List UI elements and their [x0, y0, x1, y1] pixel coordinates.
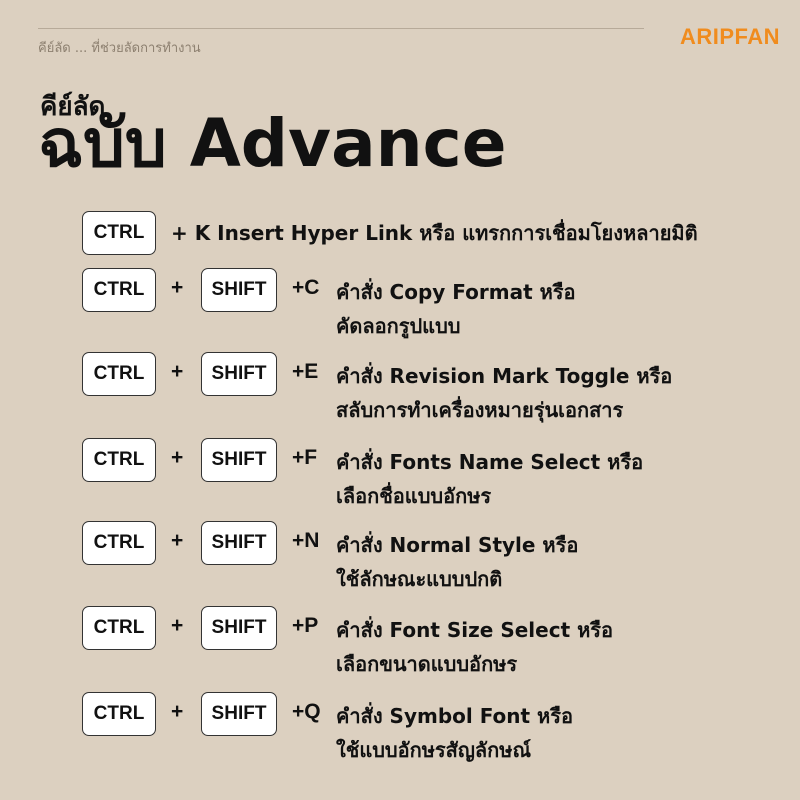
header-divider — [38, 28, 644, 29]
ctrl-key: CTRL — [82, 268, 156, 312]
shortcut-description: คำสั่ง Font Size Select หรือ — [336, 618, 614, 642]
ctrl-key: CTRL — [82, 352, 156, 396]
shortcut-description: คำสั่ง Revision Mark Toggle หรือ — [336, 364, 673, 388]
shortcut-combo: +Q — [292, 700, 321, 723]
tagline: คีย์ลัด ... ที่ช่วยลัดการทำงาน — [38, 41, 201, 56]
plus-sign: + — [171, 276, 184, 299]
ctrl-key: CTRL — [82, 606, 156, 650]
shortcut-description-thai: ใช้ลักษณะแบบปกติ — [336, 567, 503, 591]
shift-key: SHIFT — [201, 268, 277, 312]
shortcut-description-thai: คัดลอกรูปแบบ — [336, 314, 461, 338]
plus-sign: + — [171, 700, 184, 723]
shift-key: SHIFT — [201, 352, 277, 396]
shift-key: SHIFT — [201, 692, 277, 736]
brand-logo: ARIPFAN — [680, 24, 781, 49]
shortcut-description-thai: ใช้แบบอักษรสัญลักษณ์ — [336, 738, 532, 762]
shift-key: SHIFT — [201, 521, 277, 565]
page-title: ฉบับ Advance — [38, 105, 507, 182]
title-small: คีย์ลัด — [40, 92, 106, 122]
ctrl-key: CTRL — [82, 521, 156, 565]
shortcut-combo: +F — [292, 446, 318, 469]
plus-sign: + — [171, 360, 184, 383]
plus-sign: + — [171, 614, 184, 637]
shortcut-description-thai: เลือกขนาดแบบอักษร — [336, 652, 518, 676]
shortcut-combo: +P — [292, 614, 319, 637]
shortcut-combo: +C — [292, 276, 320, 299]
ctrl-key: CTRL — [82, 211, 156, 255]
ctrl-key: CTRL — [82, 438, 156, 482]
shortcut-description: คำสั่ง Fonts Name Select หรือ — [336, 450, 644, 474]
shift-key: SHIFT — [201, 606, 277, 650]
plus-sign: + — [171, 446, 184, 469]
shortcut-description: คำสั่ง Normal Style หรือ — [336, 533, 579, 557]
shortcut-description-thai: สลับการทำเครื่องหมายรุ่นเอกสาร — [336, 398, 624, 422]
shift-key: SHIFT — [201, 438, 277, 482]
shortcut-description: คำสั่ง Symbol Font หรือ — [336, 704, 573, 728]
shortcut-description: คำสั่ง Copy Format หรือ — [336, 280, 576, 304]
shortcut-description: + K Insert Hyper Link หรือ แทรกการเชื่อม… — [171, 221, 698, 245]
shortcut-description-thai: เลือกชื่อแบบอักษร — [336, 484, 492, 508]
plus-sign: + — [171, 529, 184, 552]
shortcut-combo: +E — [292, 360, 319, 383]
shortcut-combo: +N — [292, 529, 320, 552]
ctrl-key: CTRL — [82, 692, 156, 736]
